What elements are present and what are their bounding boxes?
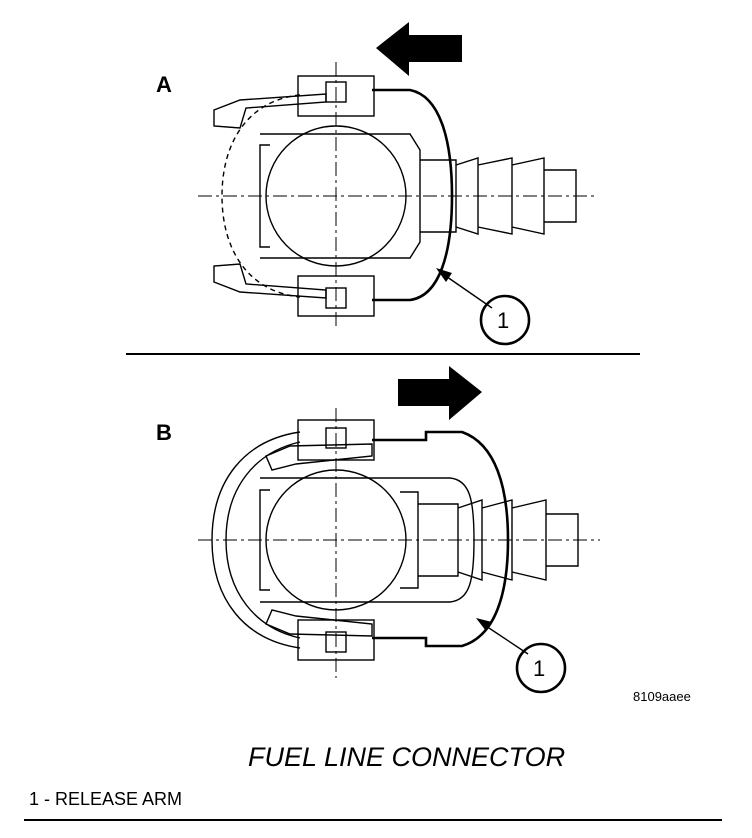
retainer-pin-top-a bbox=[325, 81, 347, 103]
callout-circle-a bbox=[479, 294, 531, 346]
neck-b bbox=[400, 491, 419, 589]
outer-ring-b bbox=[211, 431, 301, 649]
release-arm-b bbox=[372, 430, 510, 648]
release-prong-bottom-b bbox=[265, 609, 373, 637]
panel-a: A 1 bbox=[156, 22, 598, 346]
panel-b-label: B bbox=[156, 420, 172, 445]
connector-housing-a bbox=[260, 133, 421, 259]
barb-1-a bbox=[455, 157, 479, 235]
connector-ball-b bbox=[265, 469, 407, 611]
direction-arrow-right bbox=[398, 366, 482, 420]
inner-bracket-b bbox=[259, 489, 270, 591]
barb-2-b bbox=[481, 499, 513, 581]
release-prong-bottom-a bbox=[213, 263, 327, 299]
barb-1-b bbox=[457, 499, 483, 581]
release-prong-top-b bbox=[265, 443, 373, 471]
neck-a bbox=[420, 159, 457, 233]
callout-number-a: 1 bbox=[497, 308, 509, 333]
connector-ball-a bbox=[265, 125, 407, 267]
direction-arrow-left bbox=[376, 22, 462, 76]
release-prong-top-a bbox=[213, 93, 327, 129]
barb-3-b bbox=[511, 499, 547, 581]
stem-tip-b bbox=[546, 513, 579, 567]
collar-b bbox=[418, 503, 459, 577]
legend-item-1: 1 - RELEASE ARM bbox=[29, 789, 182, 809]
callout-arrowhead-a bbox=[436, 268, 452, 282]
callout-circle-b bbox=[515, 642, 567, 694]
figure-code: 8109aaee bbox=[633, 689, 691, 704]
figure-title: FUEL LINE CONNECTOR bbox=[248, 742, 565, 772]
inner-bracket-a bbox=[259, 144, 270, 248]
panel-b: B 1 bbox=[156, 366, 600, 694]
barb-2-a bbox=[477, 157, 513, 235]
barb-3-a bbox=[511, 157, 545, 235]
inner-ring-b bbox=[225, 441, 301, 639]
connector-housing-b bbox=[260, 477, 475, 603]
retainer-pin-top-b bbox=[325, 427, 347, 449]
stem-tip-a bbox=[544, 169, 577, 223]
panel-a-label: A bbox=[156, 72, 172, 97]
callout-arrowhead-b bbox=[476, 618, 492, 631]
retainer-pin-bottom-b bbox=[325, 631, 347, 653]
callout-number-b: 1 bbox=[533, 656, 545, 681]
release-arm-a bbox=[372, 88, 454, 302]
